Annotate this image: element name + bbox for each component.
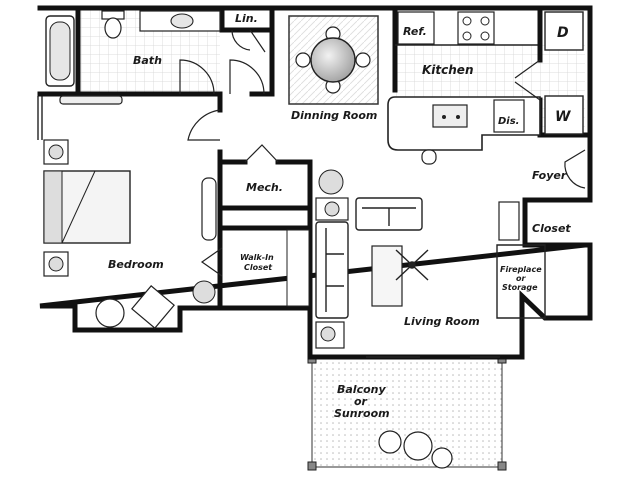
tv-cabinet xyxy=(201,177,217,241)
walkin-shelf xyxy=(286,229,310,307)
balcony-post xyxy=(307,461,317,471)
balcony-label-line1: Balcony xyxy=(337,383,386,396)
living-door xyxy=(564,149,586,189)
burner xyxy=(480,31,490,41)
toilet-bowl xyxy=(104,17,122,39)
dining-table xyxy=(310,37,356,83)
vanity-sink xyxy=(170,13,194,29)
walkin-door xyxy=(200,247,223,277)
mech-wall xyxy=(219,159,313,360)
dishwasher-box xyxy=(493,99,525,133)
sofa xyxy=(315,221,349,319)
lamp xyxy=(324,201,340,217)
walkin-label-line1: Walk-In xyxy=(240,253,274,262)
plant xyxy=(318,169,344,195)
balcony-chair xyxy=(378,430,402,454)
mech-door xyxy=(244,144,279,163)
burner xyxy=(462,16,472,26)
balcony-post xyxy=(497,461,507,471)
lamp xyxy=(320,326,336,342)
kitchen-label: Kitchen xyxy=(422,63,474,77)
fireplace-label-line2: or xyxy=(516,274,526,283)
mech-label: Mech. xyxy=(246,181,283,194)
round-side-table xyxy=(95,298,125,328)
linen-label: Lin. xyxy=(235,12,258,25)
dining-room-label: Dinning Room xyxy=(291,109,377,122)
tv-stand xyxy=(498,201,520,241)
lamp xyxy=(48,256,64,272)
laundry-door xyxy=(514,59,541,101)
balcony-chair xyxy=(431,447,453,469)
dresser xyxy=(59,95,123,105)
bed-sheet-fold xyxy=(61,170,96,244)
burner xyxy=(480,16,490,26)
refrigerator-box xyxy=(397,11,435,45)
sink-drain xyxy=(456,115,460,119)
bed-pillows xyxy=(43,170,63,244)
plant xyxy=(192,280,216,304)
bar-stool xyxy=(421,149,437,165)
bedroom-window xyxy=(37,96,43,140)
bath-label: Bath xyxy=(133,54,162,67)
bathtub-basin xyxy=(49,21,71,81)
closet-label: Closet xyxy=(532,222,571,235)
loveseat-cushions xyxy=(362,207,416,226)
bedroom-label: Bedroom xyxy=(108,258,164,271)
living-room-label: Living Room xyxy=(404,315,480,328)
lamp xyxy=(48,144,64,160)
balcony-label-line2: or xyxy=(354,395,368,408)
walkin-label-line2: Closet xyxy=(244,263,273,272)
sofa-cushions xyxy=(325,228,344,312)
refrigerator-label: Ref. xyxy=(403,25,427,38)
washer-box xyxy=(544,95,584,135)
linen-door xyxy=(231,29,266,53)
washer-label: W xyxy=(555,109,571,125)
fireplace-label-line3: Storage xyxy=(502,283,538,292)
hall-door xyxy=(229,59,265,95)
dryer-box xyxy=(544,11,584,51)
coffee-table xyxy=(371,245,403,307)
fireplace-wall xyxy=(496,244,546,319)
bedroom-door xyxy=(187,109,221,141)
balcony-label-line3: Sunroom xyxy=(334,407,390,420)
kitchen-sink xyxy=(432,104,468,128)
fireplace-label-line1: Fireplace xyxy=(500,265,542,274)
bath-door xyxy=(179,59,215,95)
burner xyxy=(462,31,472,41)
armchair xyxy=(131,285,175,329)
dryer-label: D xyxy=(557,25,569,41)
ceiling-fan-icon xyxy=(395,249,429,281)
linen-wall xyxy=(219,5,275,97)
foyer-label: Foyer xyxy=(532,169,567,182)
dining-chair xyxy=(355,52,371,68)
dishwasher-label: Dis. xyxy=(498,116,519,127)
sink-drain xyxy=(442,115,446,119)
balcony-table xyxy=(403,431,433,461)
stove xyxy=(457,11,495,45)
dining-chair xyxy=(295,52,311,68)
